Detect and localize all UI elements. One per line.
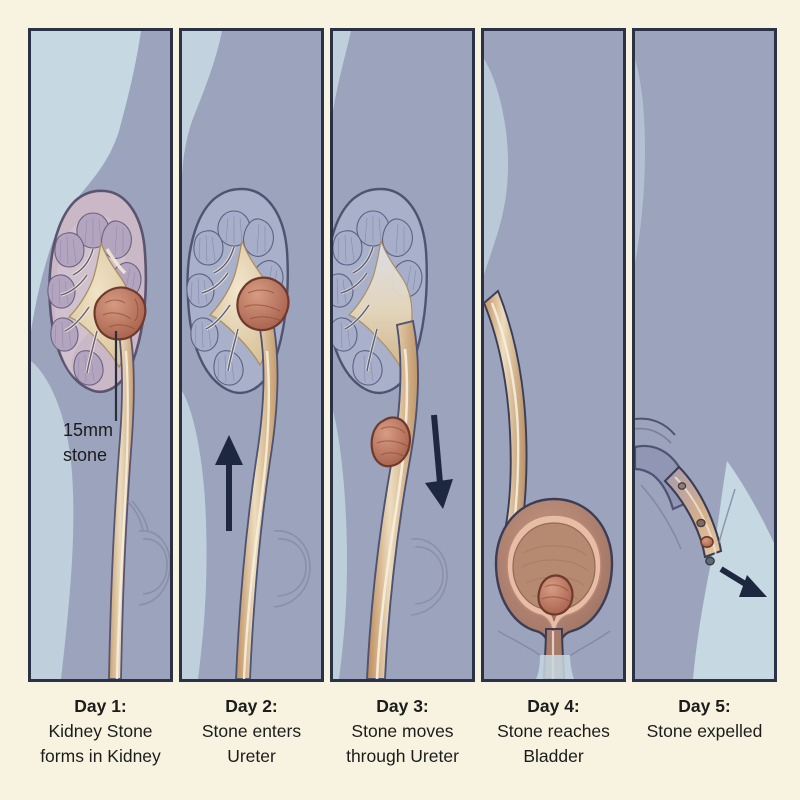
caption-desc-line1: Kidney Stone <box>48 721 153 741</box>
bladder-inner-edge <box>635 427 672 444</box>
ureter-lumen <box>115 350 129 679</box>
stone-fragment-3 <box>700 535 714 548</box>
kidney-organ <box>186 187 289 394</box>
stone-texture <box>541 584 573 604</box>
downward-direction-arrow <box>425 414 453 509</box>
pelvic-floor-lines <box>640 484 736 550</box>
panel-day-1: 15mm stone <box>28 28 173 682</box>
panel-day-5 <box>632 28 777 682</box>
kidney-stone <box>370 416 411 468</box>
pyramid-striations <box>190 216 278 383</box>
caption-day-3: Day 3: Stone moves through Ureter <box>322 694 483 769</box>
head-neck-silhouette <box>31 31 141 331</box>
caption-day-label: Day 3: <box>376 696 429 716</box>
caption-day-label: Day 1: <box>74 696 127 716</box>
caption-day-label: Day 4: <box>527 696 580 716</box>
calyx-outlines <box>60 248 98 374</box>
caption-desc-line2: Ureter <box>227 746 276 766</box>
torso-edge-highlight <box>31 361 74 679</box>
stone-texture <box>243 289 283 322</box>
faint-bladder-outline <box>410 538 448 616</box>
ureter-tube <box>235 325 279 679</box>
renal-pelvis <box>347 238 413 367</box>
stone-fragment-2 <box>696 518 706 528</box>
perineum-highlight <box>536 655 574 679</box>
upward-direction-arrow <box>215 435 243 531</box>
renal-pyramids <box>47 212 142 386</box>
torso-edge-highlight <box>182 391 207 679</box>
ureter-tube <box>108 329 135 679</box>
ureter-body <box>235 325 279 679</box>
caption-desc-line1: Stone moves <box>351 721 454 741</box>
panel-2-illustration <box>182 31 321 679</box>
stone-texture <box>102 298 139 330</box>
ureter-lumen <box>375 348 409 679</box>
caption-day-label: Day 2: <box>225 696 278 716</box>
faint-bladder-outline <box>273 530 311 608</box>
stone-fragment-4 <box>705 556 715 566</box>
panel-1-illustration: 15mm stone <box>31 31 170 679</box>
stone-in-kidney <box>93 286 147 341</box>
panel-day-4 <box>481 28 626 682</box>
caption-day-5: Day 5: Stone expelled <box>624 694 785 744</box>
panel-4-illustration <box>484 31 623 679</box>
thigh-silhouette <box>693 461 774 679</box>
neck-silhouette <box>333 31 351 111</box>
caption-desc-line1: Stone reaches <box>497 721 610 741</box>
pyramid-striations <box>51 218 136 383</box>
panel-3-illustration <box>333 31 472 679</box>
pelvic-floor-lines <box>497 630 611 658</box>
torso-edge-highlight <box>333 411 347 679</box>
stone-fragment-1 <box>677 482 687 490</box>
expelled-stone-fragments <box>677 482 715 566</box>
ureter-lumen <box>490 302 520 526</box>
ureter-lumen <box>242 350 270 679</box>
panel-5-illustration <box>635 31 774 679</box>
bladder-upper-edge <box>635 417 676 436</box>
panel-day-2 <box>179 28 324 682</box>
neck-silhouette <box>182 31 222 181</box>
stone-descending-ureter <box>370 416 411 468</box>
stone-label-line2: stone <box>63 445 107 465</box>
kidney-stone <box>537 574 574 616</box>
caption-desc-line1: Stone expelled <box>646 721 763 741</box>
caption-desc-line1: Stone enters <box>201 721 302 741</box>
caption-day-1: Day 1: Kidney Stone forms in Kidney <box>20 694 181 769</box>
calyx-outlines <box>340 246 378 372</box>
stone-texture <box>376 426 410 458</box>
stone-at-ureter-junction <box>236 276 290 332</box>
kidney-stone <box>236 276 290 332</box>
caption-day-4: Day 4: Stone reaches Bladder <box>473 694 634 769</box>
stone-label-line1: 15mm <box>63 420 113 440</box>
urethra-lumen <box>674 476 717 556</box>
urethra-body <box>663 465 723 559</box>
expulsion-direction-arrow <box>719 566 767 597</box>
panel-day-3 <box>330 28 475 682</box>
urethra-tube <box>663 465 723 559</box>
caption-desc-line2: through Ureter <box>346 746 459 766</box>
caption-day-label: Day 5: <box>678 696 731 716</box>
caption-desc-line2: Bladder <box>523 746 584 766</box>
flank-highlight <box>484 59 509 275</box>
caption-day-2: Day 2: Stone enters Ureter <box>171 694 332 769</box>
calyx-outlines <box>201 246 239 372</box>
flank-highlight <box>635 59 645 263</box>
caption-desc-line2: forms in Kidney <box>40 746 161 766</box>
bladder-organ <box>494 497 614 679</box>
faint-bladder-outline <box>126 500 170 606</box>
